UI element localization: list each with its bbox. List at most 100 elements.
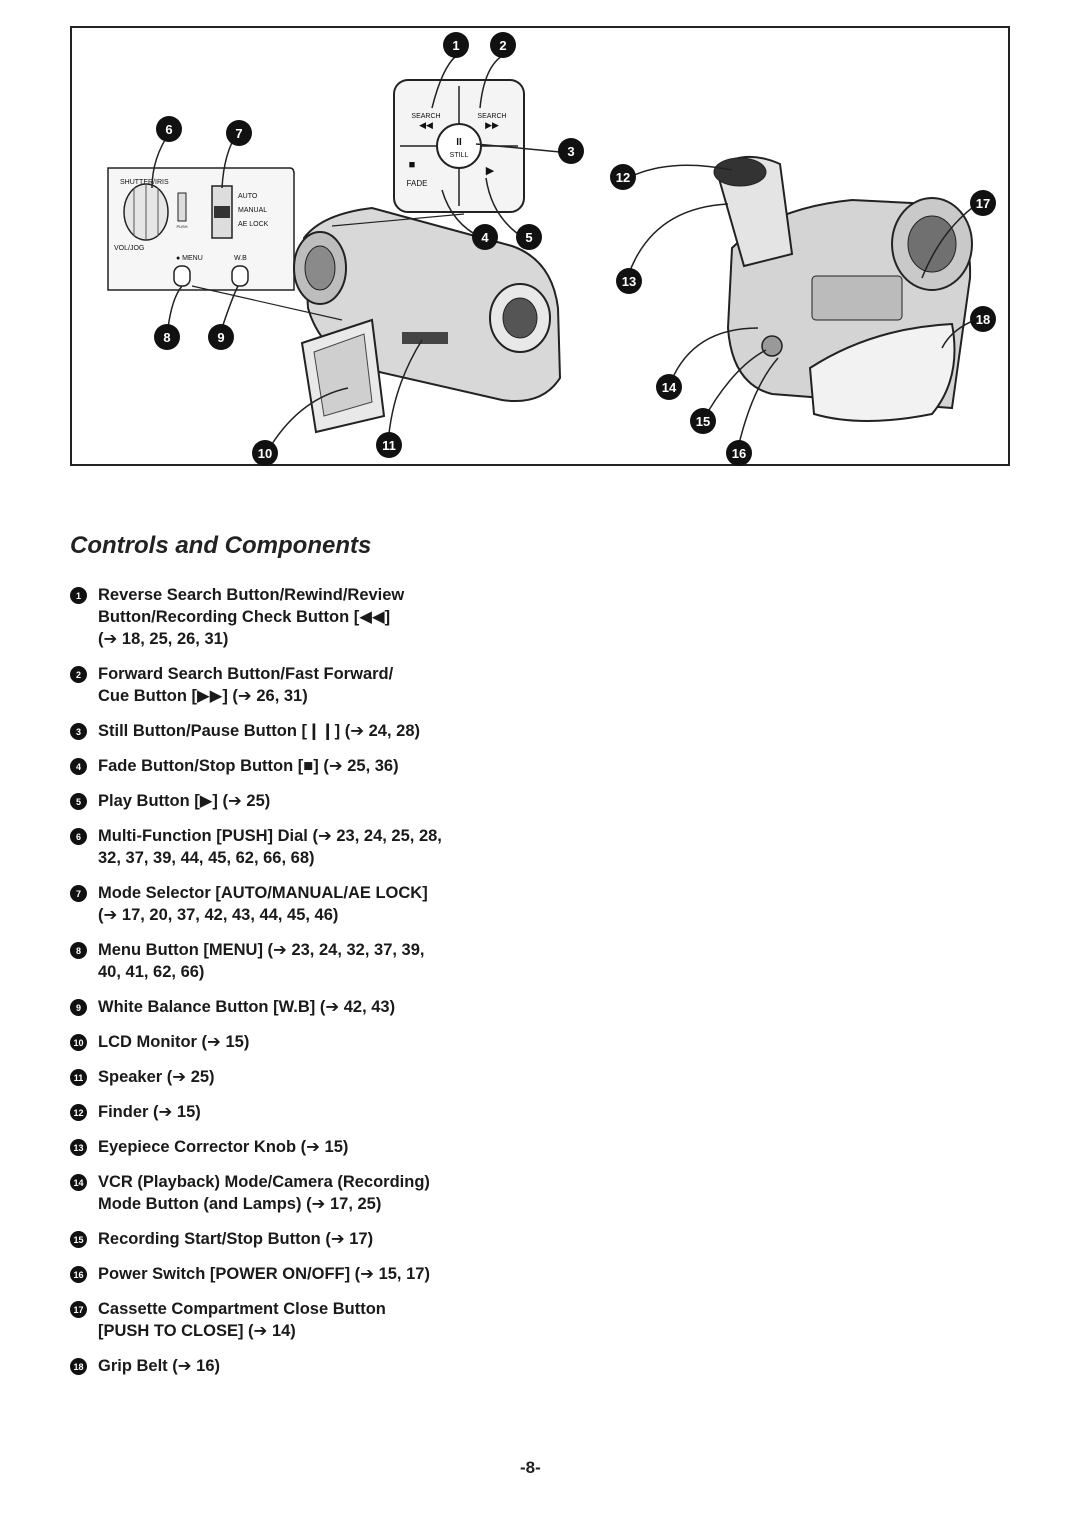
illustration-frame: SEARCH SEARCH ◀◀ ▶▶ II STILL ■ FADE ▶ SH… xyxy=(70,26,1010,466)
item-text: White Balance Button [W.B] (➔ 42, 43) xyxy=(98,998,396,1016)
auto-label: AUTO xyxy=(238,193,258,200)
callout-9: 9 xyxy=(208,324,234,350)
item-text: Eyepiece Corrector Knob (➔ 15) xyxy=(98,1138,349,1156)
callout-8: 8 xyxy=(154,324,180,350)
item-number: 18 xyxy=(70,1358,87,1375)
speaker-grille xyxy=(402,332,448,344)
list-item: 15 Recording Start/Stop Button (➔ 17) xyxy=(70,1228,530,1250)
item-number: 16 xyxy=(70,1266,87,1283)
callout-2: 2 xyxy=(490,32,516,58)
list-item: 9 White Balance Button [W.B] (➔ 42, 43) xyxy=(70,996,530,1018)
side-panel-detail: SHUTTER/IRIS PUSH VOL/JOG AUTO MANUAL AE… xyxy=(107,167,295,291)
item-number: 3 xyxy=(70,723,87,740)
item-text: Multi-Function [PUSH] Dial (➔ 23, 24, 25… xyxy=(98,827,442,867)
stop-symbol: ■ xyxy=(409,159,416,171)
wb-label: W.B xyxy=(234,255,247,262)
list-item: 17 Cassette Compartment Close Button [PUS… xyxy=(70,1298,530,1342)
push-label: PUSH xyxy=(176,224,187,229)
item-number: 1 xyxy=(70,587,87,604)
list-item: 4 Fade Button/Stop Button [■] (➔ 25, 36) xyxy=(70,755,530,777)
item-number: 11 xyxy=(70,1069,87,1086)
list-item: 2 Forward Search Button/Fast Forward/ Cue… xyxy=(70,663,530,707)
rewind-symbol: ◀◀ xyxy=(419,120,433,130)
callout-1: 1 xyxy=(443,32,469,58)
item-number: 10 xyxy=(70,1034,87,1051)
manual-label: MANUAL xyxy=(238,207,267,214)
callout-6: 6 xyxy=(156,116,182,142)
section-title: Controls and Components xyxy=(70,532,372,559)
callout-11: 11 xyxy=(376,432,402,458)
list-item: 5 Play Button [▶] (➔ 25) xyxy=(70,790,530,812)
list-item: 6 Multi-Function [PUSH] Dial (➔ 23, 24, 2… xyxy=(70,825,530,869)
item-number: 6 xyxy=(70,828,87,845)
callout-17: 17 xyxy=(970,190,996,216)
item-text: Forward Search Button/Fast Forward/ Cue … xyxy=(98,665,394,705)
item-number: 17 xyxy=(70,1301,87,1318)
ae-lock-label: AE LOCK xyxy=(238,221,269,228)
callout-12: 12 xyxy=(610,164,636,190)
button-panel-detail: SEARCH SEARCH ◀◀ ▶▶ II STILL ■ FADE ▶ xyxy=(393,79,525,213)
item-text: Speaker (➔ 25) xyxy=(98,1068,215,1086)
item-text: Play Button [▶] (➔ 25) xyxy=(98,792,271,810)
item-text: Reverse Search Button/Rewind/Review Butt… xyxy=(98,586,405,648)
still-label: STILL xyxy=(450,152,469,159)
play-symbol: ▶ xyxy=(486,165,495,177)
search-rev-label: SEARCH xyxy=(411,113,440,120)
item-number: 7 xyxy=(70,885,87,902)
menu-label: ● MENU xyxy=(176,255,203,262)
item-number: 5 xyxy=(70,793,87,810)
fade-label: FADE xyxy=(407,179,428,188)
pause-symbol: II xyxy=(456,137,462,148)
callout-16: 16 xyxy=(726,440,752,466)
item-text: Recording Start/Stop Button (➔ 17) xyxy=(98,1230,374,1248)
callout-7: 7 xyxy=(226,120,252,146)
item-number: 14 xyxy=(70,1174,87,1191)
item-text: Mode Selector [AUTO/MANUAL/AE LOCK] (➔ 1… xyxy=(98,884,428,924)
item-text: Power Switch [POWER ON/OFF] (➔ 15, 17) xyxy=(98,1265,430,1283)
item-text: Finder (➔ 15) xyxy=(98,1103,201,1121)
item-number: 4 xyxy=(70,758,87,775)
list-item: 12 Finder (➔ 15) xyxy=(70,1101,530,1123)
list-item: 16 Power Switch [POWER ON/OFF] (➔ 15, 17) xyxy=(70,1263,530,1285)
callout-3: 3 xyxy=(558,138,584,164)
list-item: 7 Mode Selector [AUTO/MANUAL/AE LOCK] (➔ … xyxy=(70,882,530,926)
item-number: 13 xyxy=(70,1139,87,1156)
list-item: 13 Eyepiece Corrector Knob (➔ 15) xyxy=(70,1136,530,1158)
camcorder-rear-view xyxy=(713,155,973,422)
item-number: 8 xyxy=(70,942,87,959)
camcorder-side-view xyxy=(191,206,562,434)
item-text: Menu Button [MENU] (➔ 23, 24, 32, 37, 39… xyxy=(98,941,425,981)
item-number: 12 xyxy=(70,1104,87,1121)
page-number: -8- xyxy=(520,1458,541,1477)
item-number: 2 xyxy=(70,666,87,683)
list-item: 8 Menu Button [MENU] (➔ 23, 24, 32, 37, 3… xyxy=(70,939,530,983)
vol-jog-label: VOL/JOG xyxy=(114,245,144,252)
callout-18: 18 xyxy=(970,306,996,332)
callout-13: 13 xyxy=(616,268,642,294)
grip-belt xyxy=(808,322,956,422)
item-text: Cassette Compartment Close Button [PUSH … xyxy=(98,1300,386,1340)
list-item: 10 LCD Monitor (➔ 15) xyxy=(70,1031,530,1053)
camcorder-illustration: SEARCH SEARCH ◀◀ ▶▶ II STILL ■ FADE ▶ SH… xyxy=(107,55,981,449)
list-item: 11 Speaker (➔ 25) xyxy=(70,1066,530,1088)
search-fwd-label: SEARCH xyxy=(477,113,506,120)
item-text: VCR (Playback) Mode/Camera (Recording) M… xyxy=(98,1173,430,1213)
item-text: LCD Monitor (➔ 15) xyxy=(98,1033,250,1051)
list-item: 1 Reverse Search Button/Rewind/Review But… xyxy=(70,584,530,650)
record-button xyxy=(761,335,783,357)
callout-15: 15 xyxy=(690,408,716,434)
wb-button xyxy=(231,265,249,287)
list-item: 3 Still Button/Pause Button [❙❙] (➔ 24, 2… xyxy=(70,720,530,742)
shutter-iris-label: SHUTTER/IRIS xyxy=(120,179,169,186)
item-number: 15 xyxy=(70,1231,87,1248)
menu-button xyxy=(173,265,191,287)
list-item: 18 Grip Belt (➔ 16) xyxy=(70,1355,530,1377)
item-text: Still Button/Pause Button [❙❙] (➔ 24, 28… xyxy=(98,722,420,740)
item-number: 9 xyxy=(70,999,87,1016)
callout-5: 5 xyxy=(516,224,542,250)
item-text: Fade Button/Stop Button [■] (➔ 25, 36) xyxy=(98,757,399,775)
item-text: Grip Belt (➔ 16) xyxy=(98,1357,221,1375)
list-item: 14 VCR (Playback) Mode/Camera (Recording)… xyxy=(70,1171,530,1215)
callout-4: 4 xyxy=(472,224,498,250)
component-list: 1 Reverse Search Button/Rewind/Review But… xyxy=(70,584,530,1390)
